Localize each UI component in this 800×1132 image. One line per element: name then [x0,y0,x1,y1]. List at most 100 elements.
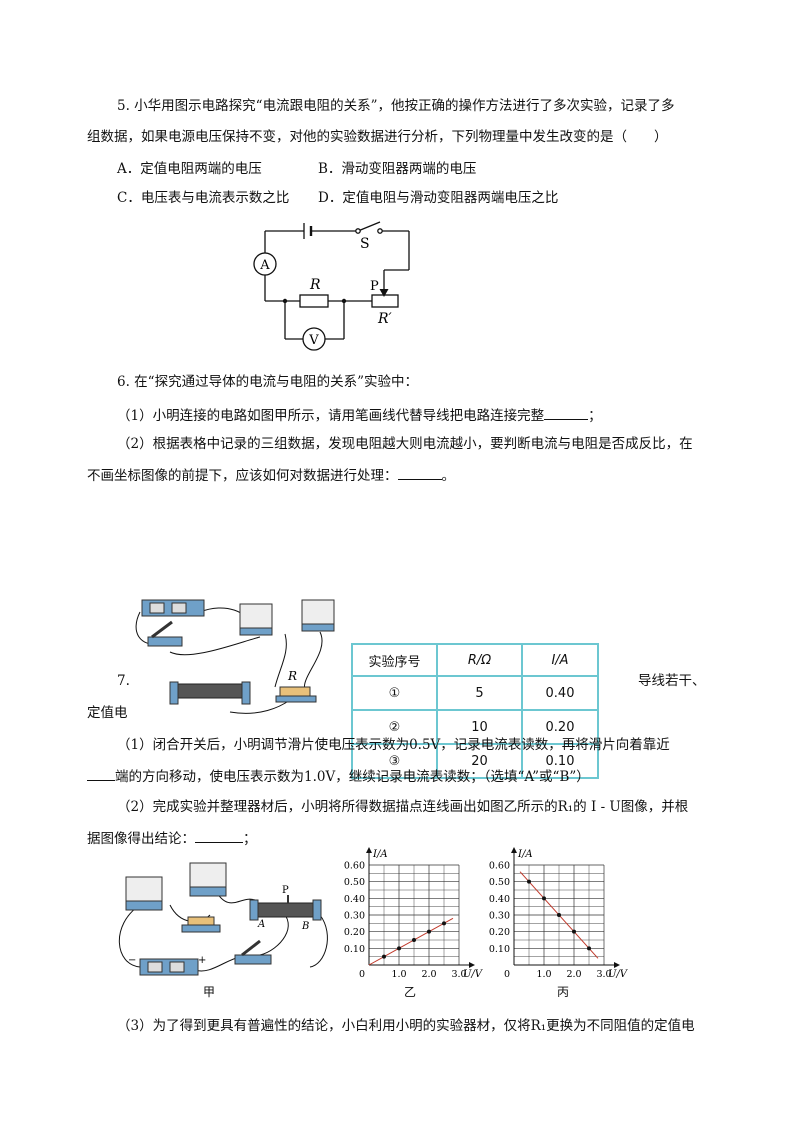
x-axis-label: U/V [463,969,483,980]
table-header-cell: I/A [521,643,599,677]
origin-label: 0 [504,969,510,980]
x-tick-label: 3.0 [451,969,466,980]
table-cell: ① [351,675,438,711]
battery-plus-label: + [198,955,206,966]
data-point [572,929,576,934]
battery-minus-label: − [128,955,136,966]
series-line [368,917,454,966]
q7-part1-line2: 端的方向移动，使电压表示数为1.0V，继续记录电流表读数；（选填“A”或“B”） [87,766,590,787]
y-axis-arrow-icon [511,847,517,853]
x-axis-arrow-icon [469,962,475,968]
y-tick-label: 0.50 [344,877,365,888]
q6-part2-blank[interactable] [397,465,442,480]
y-tick-label: 0.20 [344,927,365,938]
y-tick-label: 0.30 [489,911,510,922]
slider-arrow-icon [379,289,389,297]
slider-label: P [370,279,379,294]
x-tick-label: 3.0 [596,969,611,980]
data-point [557,913,561,917]
x-axis-arrow-icon [614,962,620,968]
data-point [412,938,416,942]
x-axis-label: U/V [608,969,628,980]
y-tick-label: 0.10 [489,944,510,955]
table-row: ③ 20 0.10 [351,743,599,779]
q6-apparatus-figure: R [135,599,335,714]
table-row: ② 10 0.20 [351,709,599,745]
q7-part3-line1: （3）为了得到更具有普遍性的结论，小白利用小明的实验器材，仅将R₁更换为不同阻值… [117,1018,695,1034]
q7-part2-line2: 据图像得出结论： ； [87,828,257,849]
switch-label: S [360,236,370,252]
table-cell: 0.10 [521,743,599,779]
q6-part1-end: ； [588,408,602,424]
table-cell: 5 [436,675,523,711]
slider-label: P [282,885,289,896]
table-cell: 0.20 [521,709,599,745]
q5-option-c: C．电压表与电流表示数之比 [117,190,290,206]
table-cell: 0.40 [521,675,599,711]
q5-option-a: A．定值电阻两端的电压 [117,161,262,177]
q7-stem-line2: 定值电 [87,705,128,721]
terminal-a-label: A [257,919,265,930]
q5-circuit-diagram: A V S R P R′ [253,221,410,351]
table-header-cell: 实验序号 [351,643,438,677]
q7-stem-tail: 导线若干、 [638,673,706,689]
q6-part1: （1）小明连接的电路如图甲所示，请用笔画线代替导线把电路连接完整 ； [117,405,602,426]
q5-stem-line1: 5. 小华用图示电路探究“电流跟电阻的关系”，他按正确的操作方法进行了多次实验，… [117,98,675,114]
chart-yi-caption: 乙 [404,985,417,999]
figure-jia-apparatus: P A B − + [118,862,328,976]
q7-part2-line1: （2）完成实验并整理器材后，小明将所得数据描点连线画出如图乙所示的R₁的 I -… [117,799,689,815]
data-point [542,896,546,901]
q7-part2-end: ； [243,831,257,847]
y-axis-arrow-icon [366,847,372,853]
q7-part1-blank[interactable] [87,766,115,781]
resistor-label: R [309,277,321,293]
table-cell: ② [351,709,438,745]
origin-label: 0 [359,969,365,980]
q6-part2-end: 。 [441,468,456,484]
y-tick-label: 0.40 [344,894,365,905]
y-axis-label: I/A [517,849,533,860]
terminal-b-label: B [301,921,309,932]
ammeter-label: A [259,258,270,273]
q6-part2-line1: （2）根据表格中记录的三组数据，发现电阻越大则电流越小，要判断电流与电阻是否成反… [117,436,693,452]
data-point [397,946,401,951]
q6-part1-text: （1）小明连接的电路如图甲所示，请用笔画线代替导线把电路连接完整 [117,408,545,424]
data-point [527,879,531,884]
chart-bing: 0.10 0.20 0.30 0.40 0.50 0.60 1.0 2.0 3.0 0 I/A U/V [489,847,628,980]
q7-part2-text: 据图像得出结论： [87,831,195,847]
y-axis-label: I/A [372,849,388,860]
q6-figure-resistor-label: R [287,669,297,683]
y-tick-label: 0.10 [344,944,365,955]
chart-bing-caption: 丙 [557,985,570,999]
rheostat-label: R′ [377,311,393,327]
x-tick-label: 1.0 [536,969,551,980]
data-point [427,929,431,934]
y-tick-label: 0.40 [489,894,510,905]
x-tick-label: 2.0 [566,969,581,980]
q6-part1-blank[interactable] [544,405,589,420]
table-header-row: 实验序号 R/Ω I/A [351,643,599,677]
q7-number: 7. [117,673,130,689]
table-header-cell: R/Ω [436,643,523,677]
q7-part1-text: 端的方向移动，使电压表示数为1.0V，继续记录电流表读数；（选填“A”或“B”） [115,769,590,785]
data-point [382,954,386,959]
table-cell: ③ [351,743,438,779]
table-cell: 10 [436,709,523,745]
table-row: ① 5 0.40 [351,675,599,711]
q6-stem: 6. 在“探究通过导体的电流与电阻的关系”实验中： [117,374,418,390]
y-tick-label: 0.30 [344,911,365,922]
data-table: 实验序号 R/Ω I/A ① 5 0.40 ② 10 0.20 ③ 20 0.1… [351,643,599,779]
x-tick-label: 1.0 [391,969,406,980]
data-point [587,946,591,951]
y-tick-label: 0.50 [489,877,510,888]
q7-part2-blank[interactable] [195,828,243,843]
q5-stem-line2: 组数据，如果电源电压保持不变，对他的实验数据进行分析，下列物理量中发生改变的是（… [87,129,668,145]
q6-part2-line2: 不画坐标图像的前提下，应该如何对数据进行处理： 。 [87,465,455,486]
y-tick-label: 0.60 [489,861,510,872]
q6-part2-text: 不画坐标图像的前提下，应该如何对数据进行处理： [87,468,398,484]
q7-part1-line1: （1）闭合开关后，小明调节滑片使电压表示数为0.5V，记录电流表读数，再将滑片向… [117,737,670,753]
y-tick-label: 0.20 [489,927,510,938]
y-tick-label: 0.60 [344,861,365,872]
q5-option-d: D．定值电阻与滑动变阻器两端电压之比 [318,190,559,206]
